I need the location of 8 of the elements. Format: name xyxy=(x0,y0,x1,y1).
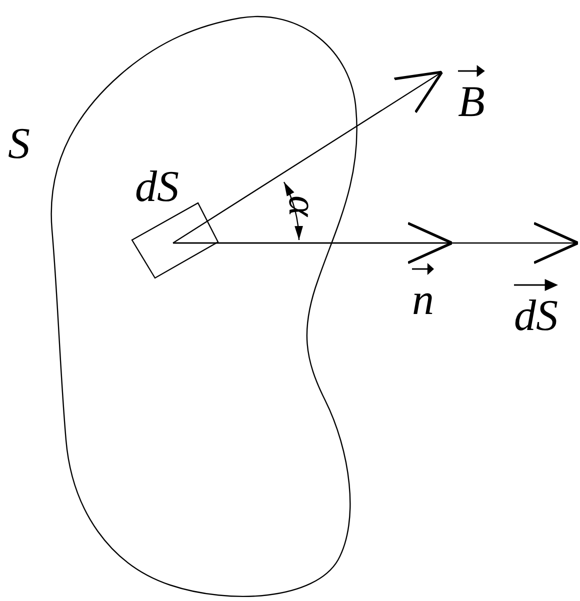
vector-label: dS xyxy=(514,278,558,338)
vector-arrow xyxy=(173,222,580,264)
vector-label: n xyxy=(412,262,434,322)
vector-label: B xyxy=(458,64,485,124)
surface-label: S xyxy=(8,122,30,166)
element-label: dS xyxy=(135,165,179,209)
angle-label: α xyxy=(282,196,322,216)
vector-arrow xyxy=(172,70,444,244)
